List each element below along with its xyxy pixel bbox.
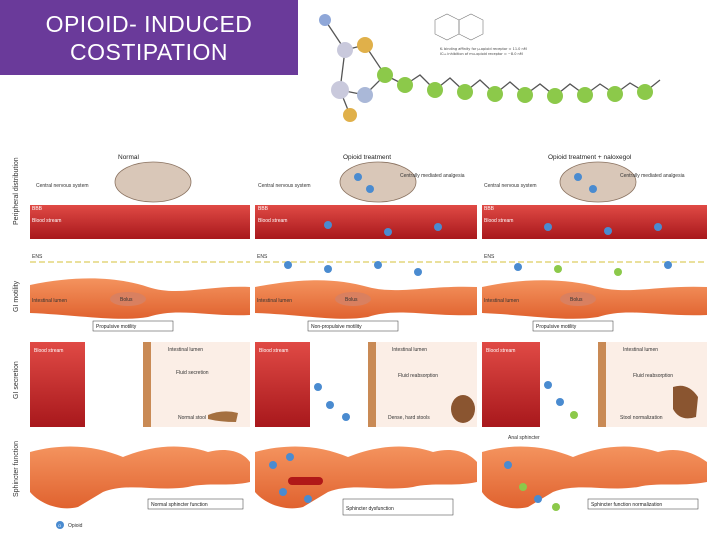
svg-text:Central nervous system: Central nervous system (484, 183, 537, 189)
svg-text:Intestinal lumen: Intestinal lumen (168, 347, 203, 353)
panel-motility-normal: ENS Intestinal lumen Bolus Propulsive mo… (30, 254, 250, 332)
svg-text:Blood stream: Blood stream (258, 218, 287, 224)
svg-text:ENS: ENS (484, 254, 495, 260)
row-secretion: Blood stream Fluid secretion Intestinal … (30, 342, 707, 427)
panel-secretion-opioid: Blood stream Fluid reabsorption Intestin… (255, 342, 477, 427)
svg-text:Intestinal lumen: Intestinal lumen (623, 347, 658, 353)
panel-distribution-opioid: Central nervous system Centrally mediate… (255, 161, 477, 239)
row-sphincter: Normal sphincter function Sphincter dysf… (30, 435, 707, 516)
svg-text:Non-propulsive motility: Non-propulsive motility (311, 324, 362, 330)
row-label-distribution: Peripheral distribution (13, 157, 20, 225)
svg-text:Fluid reabsorption: Fluid reabsorption (398, 373, 438, 379)
panel-sphincter-naloxegol: Anal sphincter Sphincter function normal… (482, 435, 707, 511)
molecule-illustration (319, 13, 661, 122)
svg-text:ENS: ENS (32, 254, 43, 260)
svg-text:Anal sphincter: Anal sphincter (508, 435, 540, 441)
molecule-note: Kᵢ binding affinity for μ-opioid recepto… (440, 47, 527, 57)
svg-text:ENS: ENS (257, 254, 268, 260)
svg-text:Propulsive motility: Propulsive motility (96, 324, 137, 330)
svg-text:BBB: BBB (484, 206, 495, 212)
panel-sphincter-opioid: Sphincter dysfunction (255, 446, 477, 516)
panel-secretion-normal: Blood stream Fluid secretion Intestinal … (30, 342, 250, 427)
legend-marker: O (58, 523, 61, 528)
svg-text:Propulsive motility: Propulsive motility (536, 324, 577, 330)
svg-text:Central nervous system: Central nervous system (36, 183, 89, 189)
title-line-1: OPIOID- INDUCED (45, 10, 253, 37)
svg-text:BBB: BBB (32, 206, 43, 212)
svg-text:Central nervous system: Central nervous system (258, 183, 311, 189)
molecule-note-line-2: IC₅₀ inhibition of mu-opioid receptor ≈ … (440, 52, 523, 56)
column-headers: Normal Opioid treatment Opioid treatment… (118, 154, 632, 161)
row-labels: Peripheral distribution GI motility GI s… (13, 157, 20, 497)
legend-label: Opioid (68, 523, 83, 529)
svg-text:Centrally mediated analgesia: Centrally mediated analgesia (400, 173, 465, 179)
svg-text:BBB: BBB (258, 206, 269, 212)
svg-text:Intestinal lumen: Intestinal lumen (392, 347, 427, 353)
column-header-opioid: Opioid treatment (343, 154, 391, 161)
svg-text:Normal stool: Normal stool (178, 415, 206, 421)
panel-distribution-normal: Central nervous system BBB Blood stream (30, 161, 250, 239)
panel-motility-naloxegol: ENS Intestinal lumen Bolus Propulsive mo… (482, 254, 707, 332)
row-label-motility: GI motility (13, 280, 20, 312)
row-motility: ENS Intestinal lumen Bolus Propulsive mo… (30, 254, 707, 332)
svg-text:Blood stream: Blood stream (32, 218, 61, 224)
svg-text:Stool normalization: Stool normalization (620, 415, 663, 421)
svg-text:Dense, hard stools: Dense, hard stools (388, 415, 430, 421)
panel-sphincter-normal: Normal sphincter function (30, 446, 250, 510)
svg-text:Blood stream: Blood stream (486, 348, 515, 354)
panel-secretion-naloxegol: Blood stream Fluid reabsorption Intestin… (482, 342, 707, 427)
molecule-note-line-1: Kᵢ binding affinity for μ-opioid recepto… (440, 47, 527, 51)
svg-text:Sphincter function normalizati: Sphincter function normalization (591, 502, 662, 508)
svg-text:Intestinal lumen: Intestinal lumen (484, 298, 519, 304)
svg-text:Fluid reabsorption: Fluid reabsorption (633, 373, 673, 379)
svg-text:Fluid secretion: Fluid secretion (176, 370, 209, 376)
svg-text:Blood stream: Blood stream (34, 348, 63, 354)
row-distribution: Central nervous system BBB Blood stream … (30, 161, 707, 239)
panel-distribution-naloxegol: Central nervous system Centrally mediate… (482, 161, 707, 239)
title-box: OPIOID- INDUCED COSTIPATION (0, 0, 298, 75)
svg-text:Bolus: Bolus (570, 297, 583, 303)
svg-text:Bolus: Bolus (345, 297, 358, 303)
row-label-sphincter: Sphincter function (13, 441, 20, 497)
svg-text:Normal sphincter function: Normal sphincter function (151, 502, 208, 508)
svg-text:Centrally mediated analgesia: Centrally mediated analgesia (620, 173, 685, 179)
column-header-naloxegol: Opioid treatment + naloxegol (548, 154, 632, 161)
svg-text:Blood stream: Blood stream (484, 218, 513, 224)
panel-motility-opioid: ENS Intestinal lumen Bolus Non-propulsiv… (255, 254, 477, 332)
svg-text:Bolus: Bolus (120, 297, 133, 303)
svg-text:Blood stream: Blood stream (259, 348, 288, 354)
row-label-secretion: GI secretion (13, 361, 20, 399)
mechanism-figure: Peripheral distribution GI motility GI s… (13, 154, 707, 529)
column-header-normal: Normal (118, 154, 140, 161)
svg-text:Intestinal lumen: Intestinal lumen (257, 298, 292, 304)
title-line-2: COSTIPATION (70, 38, 228, 65)
svg-text:Intestinal lumen: Intestinal lumen (32, 298, 67, 304)
legend: O Opioid (56, 521, 83, 529)
svg-text:Sphincter dysfunction: Sphincter dysfunction (346, 506, 394, 512)
